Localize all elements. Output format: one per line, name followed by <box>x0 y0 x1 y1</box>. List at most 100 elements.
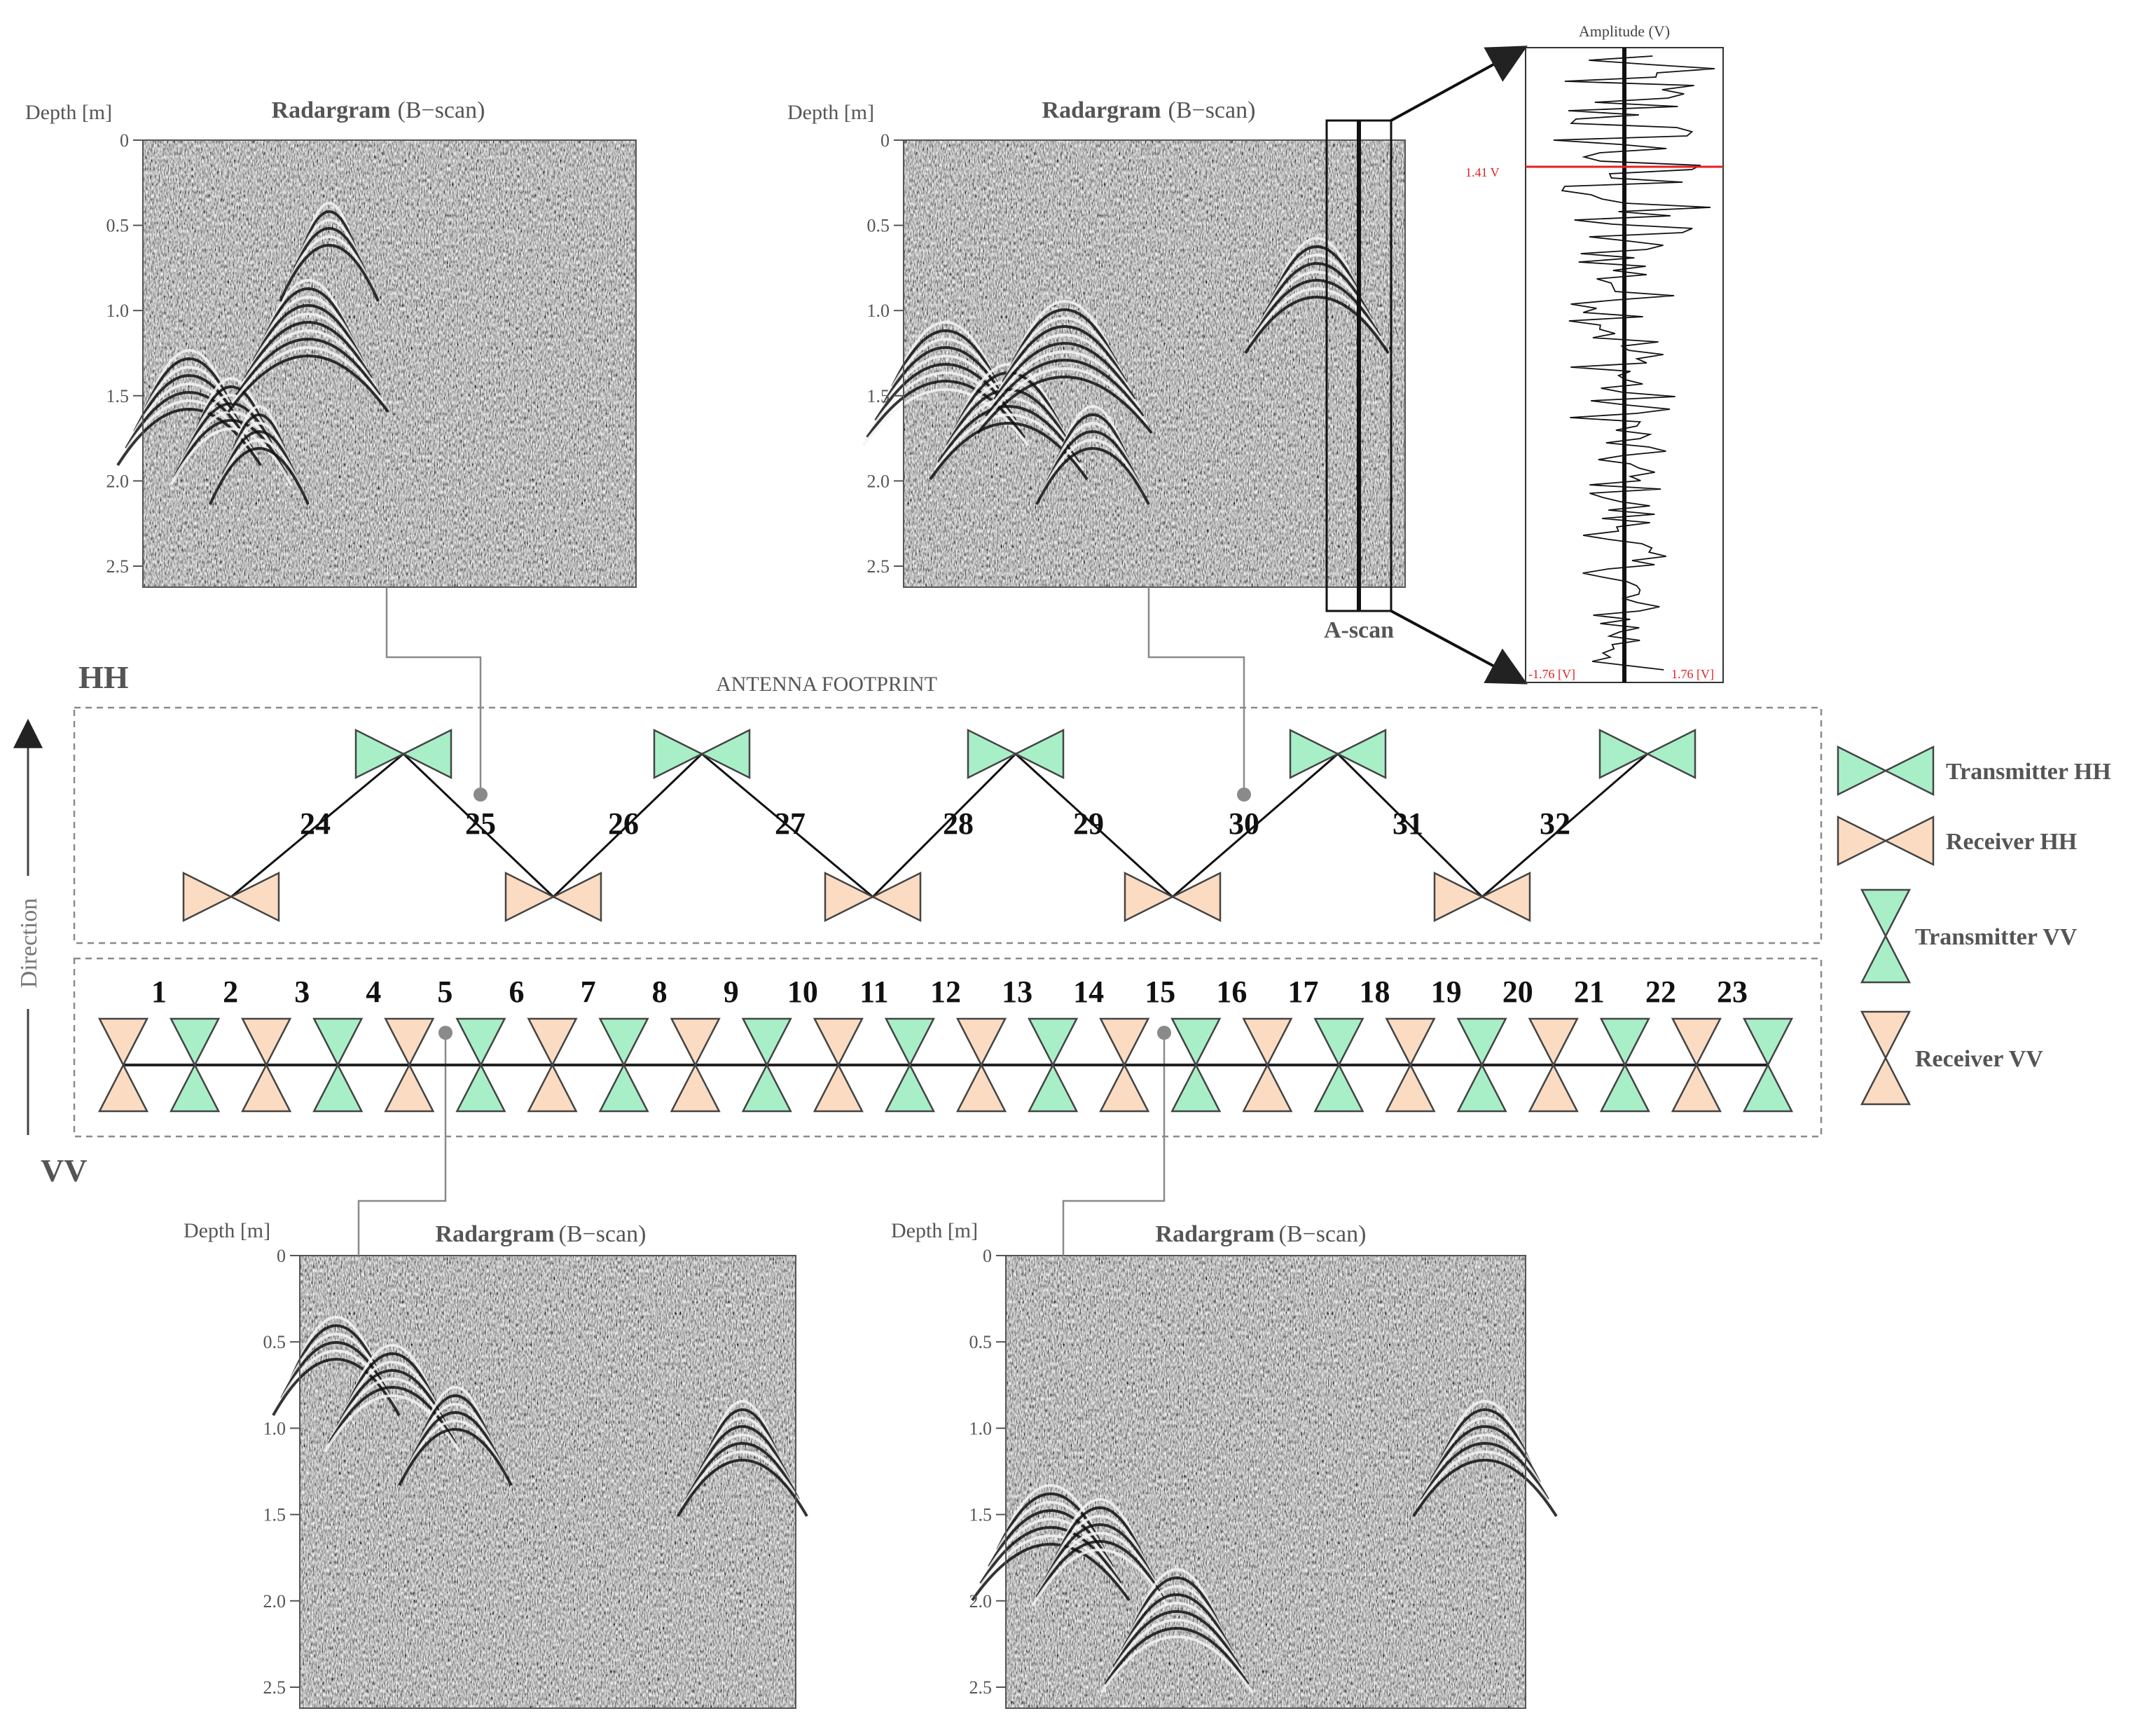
hyperbola-arc <box>1412 1459 1558 1518</box>
hyperbola-arc <box>1248 287 1385 346</box>
vv-channel-label: 3 <box>294 975 310 1009</box>
legend-label: Transmitter HH <box>1946 759 2111 785</box>
vv-channel-label: 2 <box>223 975 238 1009</box>
radargram-title-1: Radargram(B−scan) <box>1042 97 1256 123</box>
hyperbola-arc <box>1006 317 1124 375</box>
transmitter-vv-antenna <box>1028 1017 1079 1113</box>
legend-item-tx-hh: Transmitter HH <box>1837 745 2111 797</box>
hyperbola-arc <box>324 1394 461 1453</box>
receiver-vv-antenna <box>1242 1017 1293 1113</box>
receiver-vv-antenna <box>813 1017 864 1113</box>
vv-channel-label: 6 <box>509 975 524 1009</box>
vv-channel-label: 1 <box>151 975 167 1009</box>
hyperbola-arc <box>993 342 1136 401</box>
radargram-image <box>143 140 636 587</box>
hyperbola-arc <box>862 388 1030 447</box>
a-scan-selection: A-scan <box>1324 46 1528 685</box>
hh-channel-label: 32 <box>1540 806 1570 841</box>
transmitter-vv-antenna <box>741 1017 792 1113</box>
transmitter-hh-antenna <box>653 728 751 780</box>
hyperbola-arc <box>971 1543 1131 1602</box>
receiver-hh-antenna <box>1124 871 1222 923</box>
receiver-vv-antenna <box>670 1017 721 1113</box>
hyperbola-arc <box>1273 237 1360 295</box>
hyperbola-arc <box>677 1459 808 1517</box>
transmitter-vv-antenna <box>1742 1017 1794 1113</box>
hyperbola-arc <box>895 321 996 379</box>
hyperbola-arc <box>217 430 301 488</box>
receiver-vv-antenna <box>384 1017 435 1113</box>
hyperbola-arc <box>231 346 385 405</box>
receiver-vv-antenna <box>955 1017 1007 1113</box>
hyperbola-arc <box>146 349 233 407</box>
hyperbola-arc <box>975 1534 1126 1593</box>
vv-channel-label: 15 <box>1145 975 1175 1009</box>
receiver-vv-icon <box>1860 1010 1912 1106</box>
channel-30-dot <box>1237 788 1251 802</box>
hyperbola-arc <box>1121 1593 1233 1651</box>
depth-axis-label-3: Depth [m] <box>891 1219 978 1242</box>
channel-connector-dots <box>438 788 1251 1040</box>
hyperbola-arc <box>985 359 1145 418</box>
hh-channel-label: 30 <box>1229 806 1259 841</box>
hyperbola-arc <box>1048 1515 1152 1573</box>
hyperbola-reflections <box>272 1316 808 1517</box>
vv-channel-label: 19 <box>1431 975 1462 1009</box>
depth-tick-label: 0.5 <box>969 1332 993 1352</box>
vv-channel-label: 21 <box>1574 975 1605 1009</box>
hyperbola-arc <box>244 321 373 379</box>
hyperbola-arc <box>1010 308 1119 366</box>
transmitter-vv-antenna <box>1456 1017 1507 1113</box>
vv-label: VV <box>41 1153 87 1188</box>
hyperbola-arc <box>1129 1576 1224 1635</box>
receiver-vv-antenna <box>1671 1017 1722 1113</box>
hyperbola-reflections <box>971 1400 1558 1694</box>
depth-tick-label: 0 <box>880 130 890 151</box>
vv-footprint-box <box>73 957 1823 1138</box>
hyperbola-arc <box>248 312 368 371</box>
hyperbola-arc <box>997 334 1132 392</box>
depth-tick-label: 0.5 <box>106 216 130 236</box>
vv-channel-label: 23 <box>1717 975 1748 1009</box>
hyperbola-arc <box>293 1316 380 1374</box>
hyperbola-arc <box>1133 1568 1220 1626</box>
hyperbola-arc <box>345 1352 440 1410</box>
depth-axis-label-2: Depth [m] <box>184 1219 270 1242</box>
hyperbola-arc <box>1252 279 1381 337</box>
radargram-panel-vv-left <box>272 1255 808 1709</box>
hyperbola-arc <box>265 279 352 337</box>
radargram-panel-vv-right <box>971 1255 1558 1709</box>
radargram-panel-hh-left <box>116 139 637 588</box>
a-scan-marker-label: 1.41 V <box>1465 165 1500 179</box>
hyperbola-arc <box>261 287 356 345</box>
a-scan-title: Amplitude (V) <box>1579 22 1670 40</box>
hyperbola-arc <box>1044 430 1142 488</box>
hyperbola-arc <box>866 380 1025 439</box>
transmitter-vv-antenna <box>598 1017 649 1113</box>
hyperbola-arc <box>989 350 1140 409</box>
vv-channel-label: 4 <box>366 975 381 1009</box>
hyperbola-arc <box>252 304 364 362</box>
hyperbola-arc <box>698 1417 787 1475</box>
transmitter-vv-antenna <box>884 1017 936 1113</box>
hh-channel-label: 31 <box>1393 806 1423 841</box>
hyperbola-arc <box>689 1434 796 1492</box>
receiver-vv-antenna <box>1385 1017 1436 1113</box>
vv-channel-label: 14 <box>1073 975 1104 1009</box>
transmitter-vv-icon <box>1860 888 1912 984</box>
receiver-hh-antenna <box>824 871 922 923</box>
vv-channel-label: 10 <box>787 975 818 1009</box>
hyperbola-arc <box>1035 447 1150 505</box>
hyperbola-arc <box>941 397 1076 455</box>
vv-channel-label: 5 <box>437 975 452 1009</box>
hyperbola-arc <box>272 1358 401 1416</box>
transmitter-vv-antenna <box>1170 1017 1222 1113</box>
hyperbola-arc <box>209 447 310 505</box>
vv-channel-label: 20 <box>1502 975 1533 1009</box>
hyperbola-arc <box>1421 1442 1549 1500</box>
hyperbola-arc <box>1244 296 1390 355</box>
hyperbola-arc <box>1002 325 1128 383</box>
hh-channel-label: 29 <box>1073 806 1104 841</box>
hyperbola-arc <box>1048 422 1138 480</box>
